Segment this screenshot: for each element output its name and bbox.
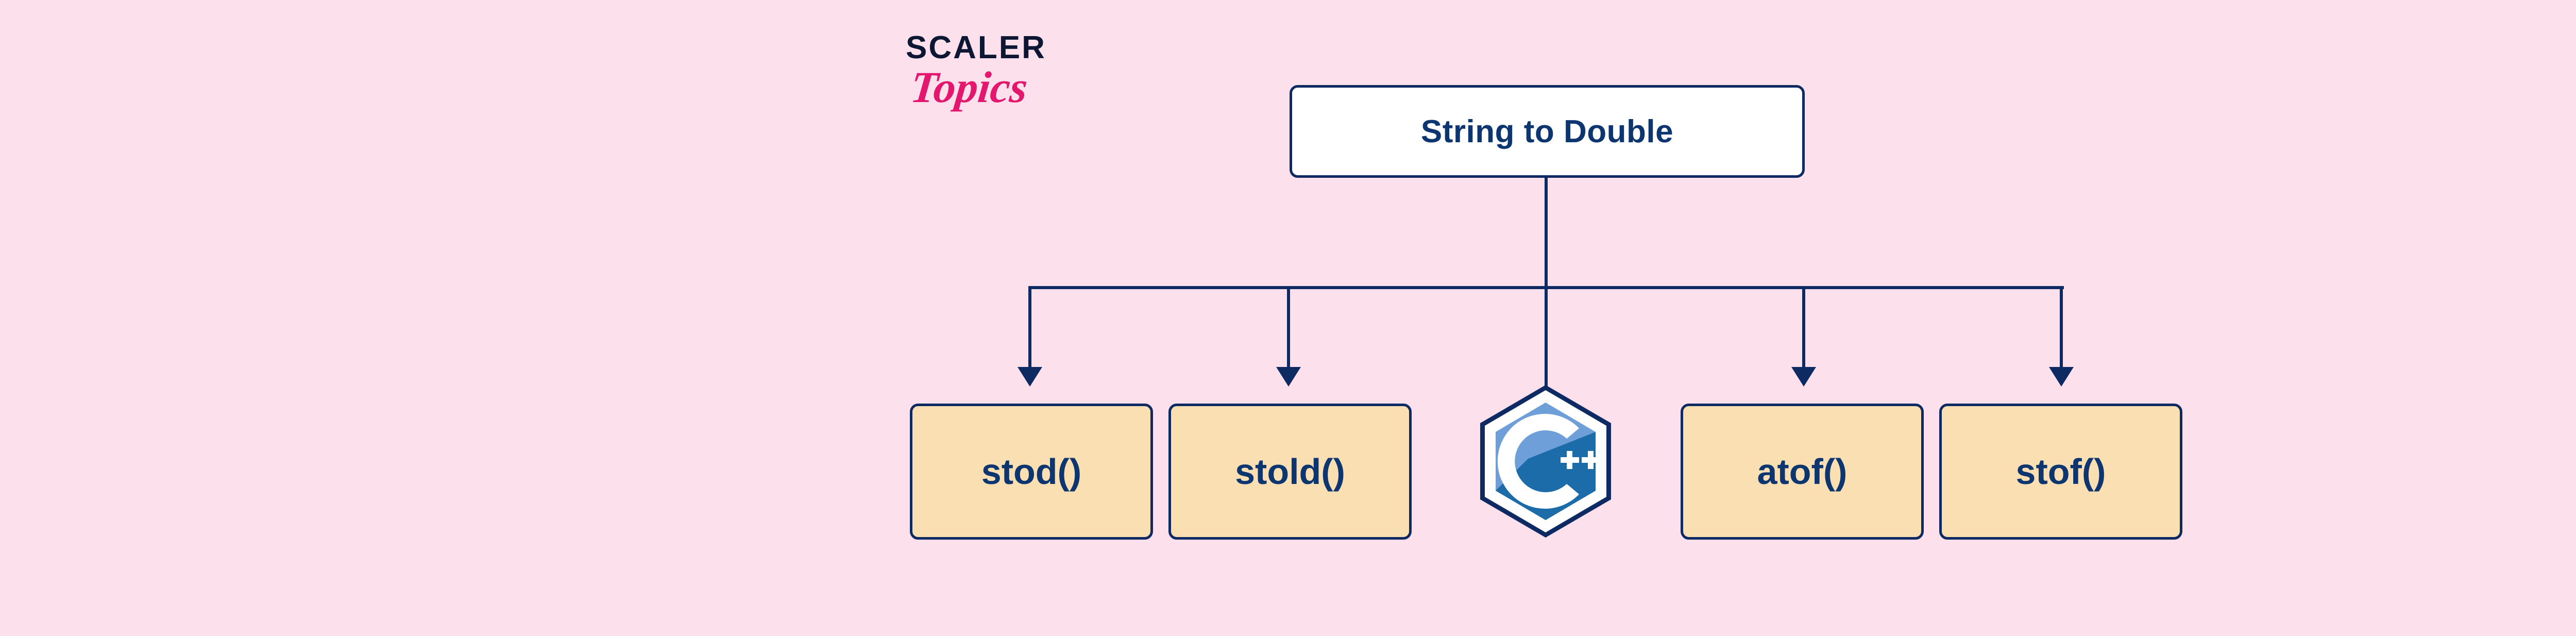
cpp-plus-1-v xyxy=(1567,451,1572,469)
leaf-node-atof[interactable]: atof() xyxy=(1681,404,1924,540)
connector-root-stem xyxy=(1545,177,1548,289)
connector-drop-1 xyxy=(1287,286,1290,369)
scaler-topics-logo: SCALER Topics xyxy=(906,32,1081,150)
leaf-node-label-stod: stod() xyxy=(981,451,1082,492)
connector-drop-4 xyxy=(2060,286,2063,369)
arrowhead-3 xyxy=(1791,367,1816,387)
logo-wordmark-topics: Topics xyxy=(908,62,1030,112)
leaf-node-stold[interactable]: stold() xyxy=(1168,404,1412,540)
connector-drop-0 xyxy=(1028,286,1031,369)
connector-drop-2 xyxy=(1545,286,1548,388)
arrowhead-0 xyxy=(1018,367,1042,387)
root-node-string-to-double[interactable]: String to Double xyxy=(1290,85,1805,178)
root-node-label: String to Double xyxy=(1420,113,1674,149)
cpp-letter-c xyxy=(1497,414,1579,509)
leaf-node-label-stold: stold() xyxy=(1235,451,1345,492)
cpp-plus-2-v xyxy=(1588,451,1594,469)
leaf-node-label-atof: atof() xyxy=(1757,451,1848,492)
leaf-node-stof[interactable]: stof() xyxy=(1939,404,2182,540)
cpp-logo-icon xyxy=(1478,384,1613,539)
arrowhead-1 xyxy=(1276,367,1301,387)
leaf-node-label-stof: stof() xyxy=(2015,451,2106,492)
logo-wordmark-scaler: SCALER xyxy=(906,30,1046,65)
connector-drop-3 xyxy=(1802,286,1805,369)
arrowhead-4 xyxy=(2049,367,2074,387)
leaf-node-stod[interactable]: stod() xyxy=(910,404,1153,540)
